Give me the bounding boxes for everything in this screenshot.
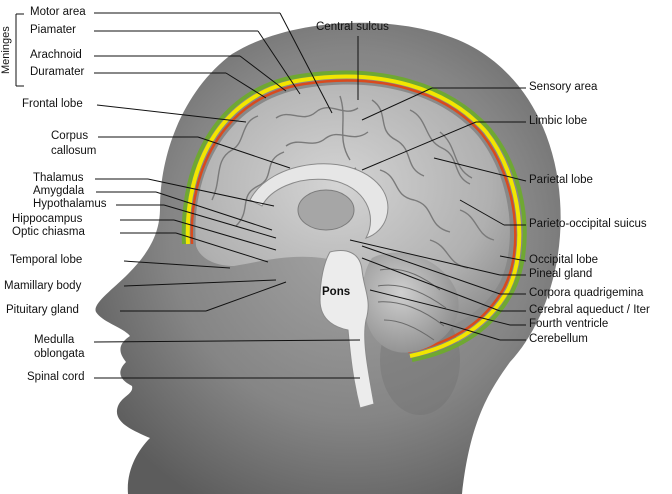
label-limbic-lobe: Limbic lobe [529, 115, 587, 128]
label-temporal-lobe: Temporal lobe [10, 254, 82, 267]
label-occipital-lobe: Occipital lobe [529, 254, 598, 267]
label-hippocampus: Hippocampus [12, 213, 82, 226]
label-cerebellum: Cerebellum [529, 333, 588, 346]
label-fourth-ventricle: Fourth ventricle [529, 318, 608, 331]
label-corpus-callosum-line2: callosum [51, 145, 96, 158]
thalamus-shape [298, 190, 354, 230]
label-pons: Pons [322, 286, 350, 298]
label-corpora-quadrigemina: Corpora quadrigemina [529, 287, 643, 300]
label-arachnoid: Arachnoid [30, 49, 82, 62]
label-hypothalamus: Hypothalamus [33, 198, 107, 211]
label-spinal-cord: Spinal cord [27, 371, 85, 384]
label-meninges: Meninges [0, 14, 14, 86]
label-pineal-gland: Pineal gland [529, 268, 592, 281]
label-thalamus: Thalamus [33, 172, 84, 185]
label-medulla-line2: oblongata [34, 348, 85, 361]
label-frontal-lobe: Frontal lobe [22, 98, 83, 111]
label-corpus-callosum-line1: Corpus [51, 130, 88, 143]
label-cerebral-aqueduct: Cerebral aqueduct / Iter [529, 304, 650, 317]
label-medulla-line1: Medulla [34, 334, 74, 347]
label-parietal-lobe: Parietal lobe [529, 174, 593, 187]
label-parieto-occipital: Parieto-occipital suicus [529, 218, 647, 231]
label-piamater: Piamater [30, 24, 76, 37]
label-optic-chiasma: Optic chiasma [12, 226, 85, 239]
label-sensory-area: Sensory area [529, 81, 597, 94]
label-mamillary-body: Mamillary body [4, 280, 81, 293]
label-pituitary-gland: Pituitary gland [6, 304, 79, 317]
label-central-sulcus: Central sulcus [316, 21, 389, 34]
label-duramater: Duramater [30, 66, 84, 79]
label-motor-area: Motor area [30, 6, 86, 19]
label-amygdala: Amygdala [33, 185, 84, 198]
